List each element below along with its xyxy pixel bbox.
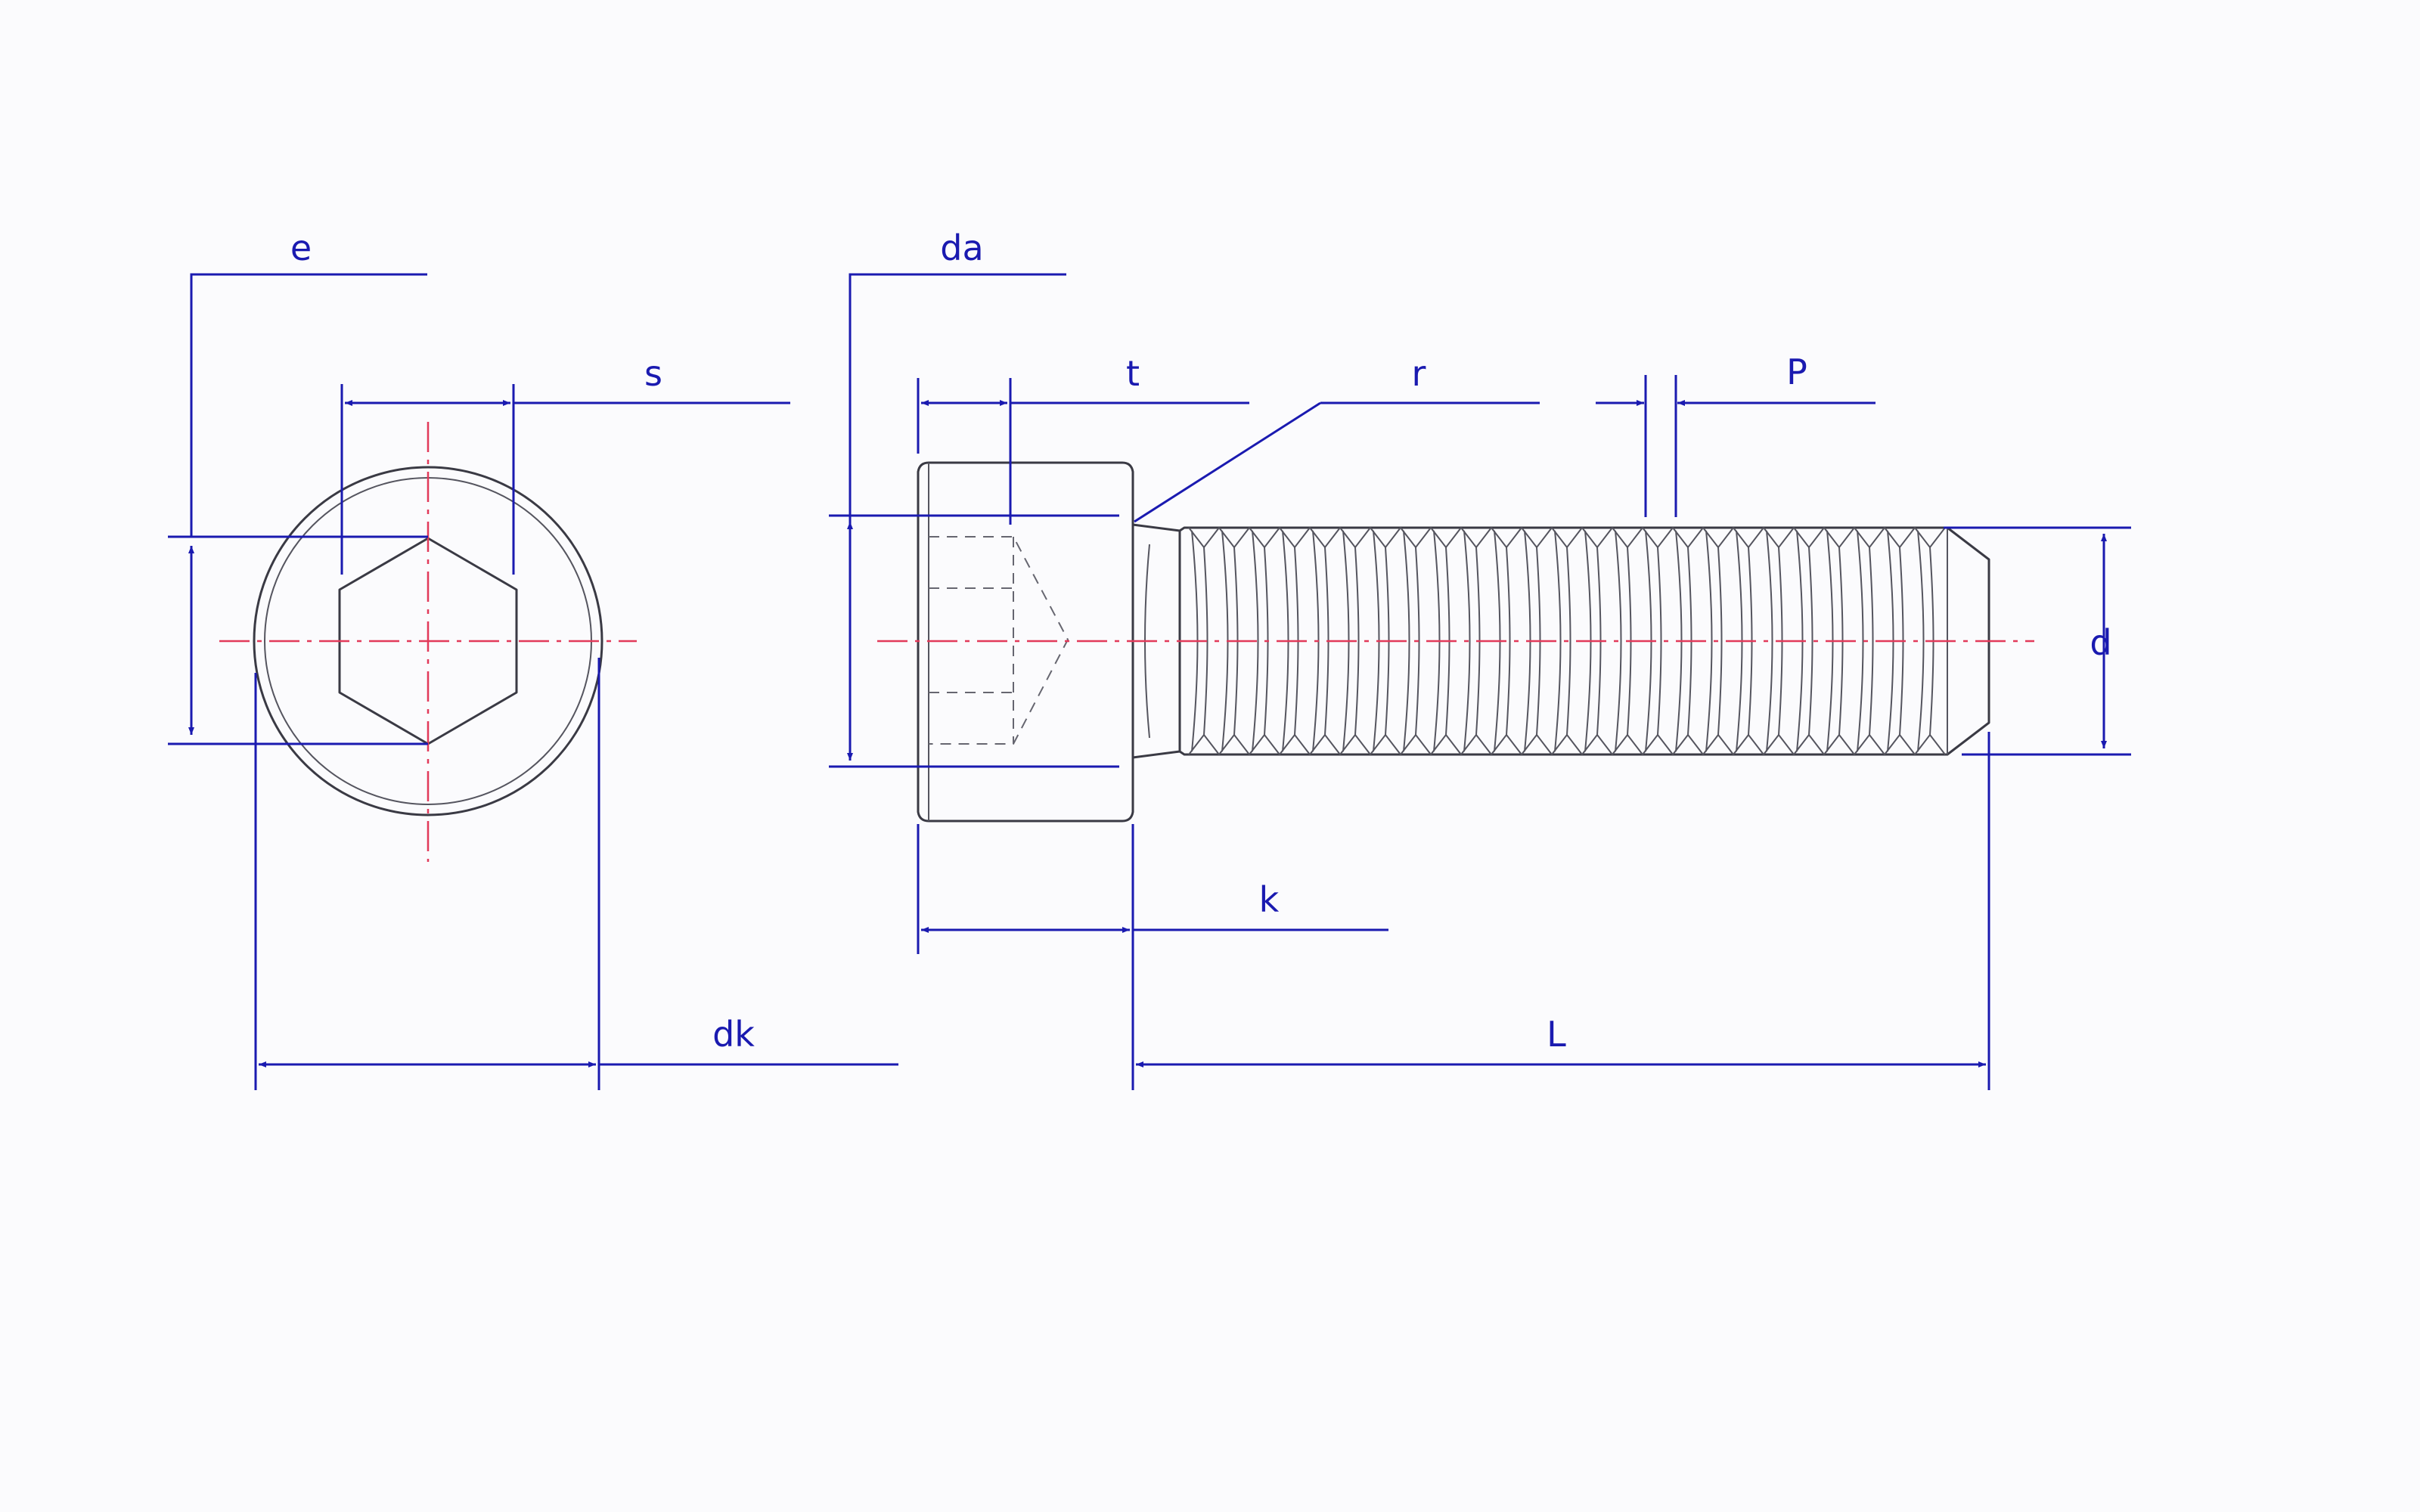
thread-turn — [1521, 527, 1553, 755]
thread-turn — [1642, 527, 1674, 755]
thread-turn — [1249, 527, 1280, 755]
label-da: da — [940, 228, 983, 268]
label-P: P — [1786, 352, 1807, 392]
label-dk: dk — [712, 1014, 755, 1055]
thread-turn — [1854, 527, 1885, 755]
thread-turn — [1581, 527, 1613, 755]
thread-turn — [1430, 527, 1462, 755]
thread-turn — [1491, 527, 1522, 755]
dimension-d: d — [1944, 526, 2131, 756]
dimension-s: s — [340, 353, 790, 575]
thread-turn — [1612, 527, 1643, 755]
dimension-k: k — [917, 824, 1388, 1090]
thread-turn — [1884, 527, 1916, 755]
top-view — [219, 422, 637, 862]
head-outer-circle — [253, 466, 603, 816]
label-s: s — [644, 353, 662, 394]
thread-turn — [1672, 527, 1704, 755]
label-d: d — [2090, 622, 2111, 663]
screw-head — [917, 461, 1134, 823]
thread-turn — [1793, 527, 1825, 755]
thread-turn — [1460, 527, 1492, 755]
thread-turn — [1279, 527, 1311, 755]
thread-turn — [1339, 527, 1371, 755]
thread-turn — [1914, 527, 1946, 755]
dimension-da: da — [829, 228, 1119, 768]
thread-turn — [1309, 527, 1341, 755]
label-r: r — [1412, 353, 1426, 394]
thread-turn — [1551, 527, 1583, 755]
label-t: t — [1126, 353, 1140, 394]
thread-turn — [1702, 527, 1734, 755]
label-k: k — [1259, 879, 1280, 920]
dimension-r: r — [1134, 353, 1540, 523]
dimension-dk: dk — [254, 658, 898, 1090]
thread-turn — [1188, 527, 1220, 755]
thread-turn — [1400, 527, 1432, 755]
thread-turn — [1218, 527, 1250, 755]
thread-turn — [1823, 527, 1855, 755]
label-e: e — [290, 228, 312, 268]
dimension-L: L — [1136, 732, 1990, 1090]
thread-turn — [1733, 527, 1764, 755]
thread-turn — [1370, 527, 1401, 755]
hidden-socket — [929, 536, 1069, 745]
thread-turn — [1763, 527, 1795, 755]
dimension-e: e — [168, 228, 428, 745]
dimension-P: P — [1596, 352, 1876, 517]
label-L: L — [1547, 1014, 1566, 1055]
side-view — [877, 461, 2034, 823]
dimension-t: t — [917, 353, 1249, 525]
